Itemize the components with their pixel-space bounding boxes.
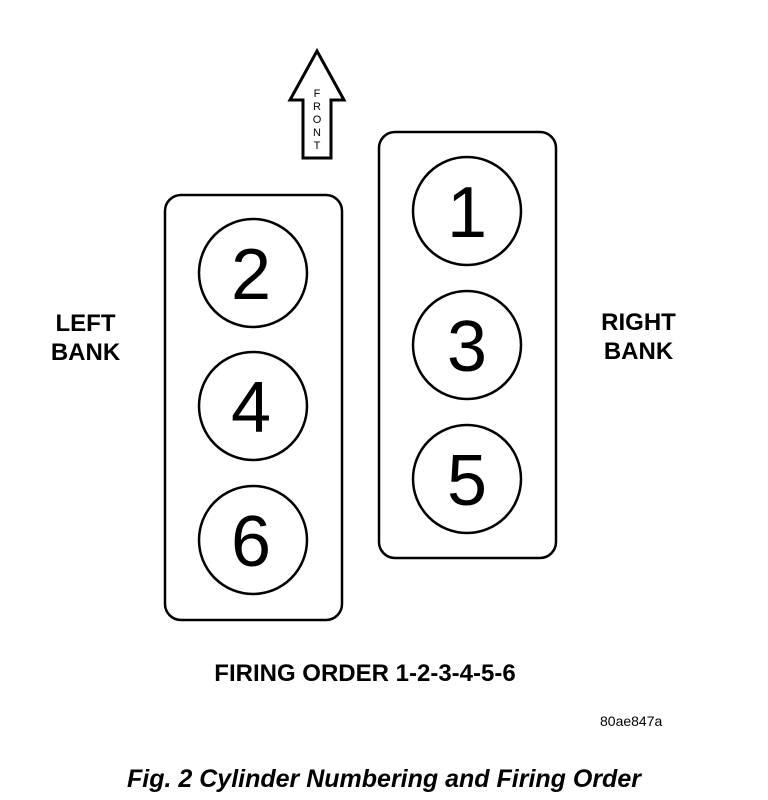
right-bank-label: RIGHT BANK bbox=[586, 308, 691, 366]
firing-order-label: FIRING ORDER 1-2-3-4-5-6 bbox=[214, 660, 516, 687]
cylinder-3-bore bbox=[411, 289, 523, 401]
left-bank-label-line2: BANK bbox=[50, 339, 121, 366]
cylinder-2-bore bbox=[197, 217, 309, 329]
cylinder-number: 3 bbox=[447, 307, 487, 387]
right-bank-label-line1: RIGHT bbox=[601, 309, 676, 336]
front-letter: O bbox=[313, 114, 322, 126]
figure-caption: Fig. 2 Cylinder Numbering and Firing Ord… bbox=[127, 765, 641, 793]
cylinder-number: 2 bbox=[231, 235, 271, 315]
cylinder-6-bore bbox=[197, 484, 309, 596]
cylinder-number: 1 bbox=[447, 173, 487, 253]
cylinder-number: 5 bbox=[447, 441, 487, 521]
cylinder-4-bore bbox=[197, 350, 309, 462]
front-arrow-label: F R O N T bbox=[313, 88, 322, 152]
front-letter: F bbox=[314, 88, 321, 100]
right-bank-label-line2: BANK bbox=[603, 338, 674, 365]
cylinder-1-bore bbox=[411, 155, 523, 267]
left-bank-block bbox=[163, 193, 344, 622]
left-bank-label: LEFT BANK bbox=[38, 309, 133, 367]
left-bank-label-line1: LEFT bbox=[55, 310, 116, 337]
front-letter: N bbox=[313, 127, 321, 139]
cylinder-number: 4 bbox=[231, 368, 271, 448]
figure-code: 80ae847a bbox=[600, 713, 663, 729]
right-bank-block bbox=[377, 130, 558, 560]
cylinder-number: 6 bbox=[231, 502, 271, 582]
front-letter: T bbox=[314, 140, 321, 152]
front-arrow-icon bbox=[287, 47, 347, 160]
front-letter: R bbox=[313, 101, 321, 113]
cylinder-5-bore bbox=[411, 423, 523, 535]
